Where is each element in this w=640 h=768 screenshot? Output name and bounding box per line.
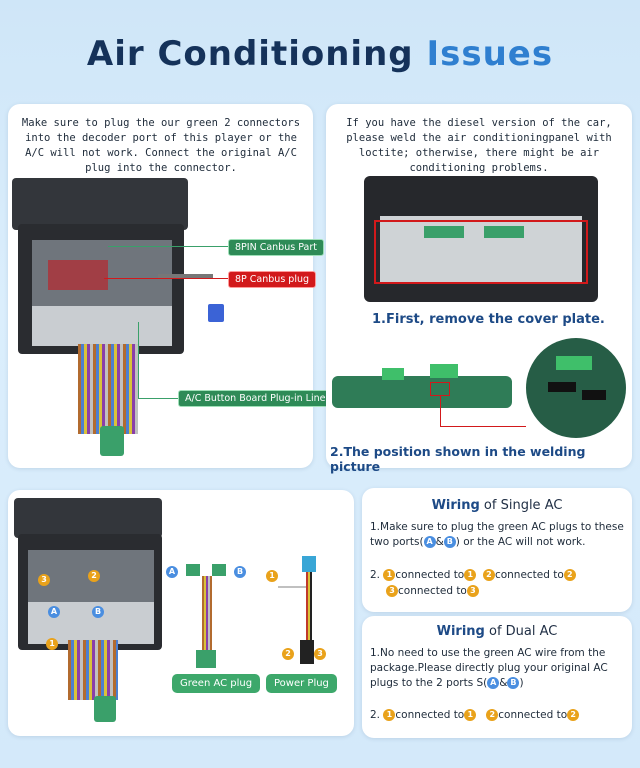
badge-a-dual: A: [487, 677, 500, 689]
card2-text: If you have the diesel version of the ca…: [346, 117, 612, 174]
dual-ac-line1: 1.No need to use the green AC wire from …: [370, 647, 608, 689]
card1-text: Make sure to plug the our green 2 connec…: [21, 117, 301, 174]
page-title: Air Conditioning Issues: [0, 34, 640, 74]
title-part1: Air Conditioning: [86, 34, 414, 74]
badge-1-power: 1: [266, 570, 278, 582]
cover-plate-illustration: [364, 176, 598, 302]
badge-2-power: 2: [282, 648, 294, 660]
step-remove-cover: 1.First, remove the cover plate.: [372, 312, 605, 327]
single-ac-line1: 1.Make sure to plug the green AC plugs t…: [370, 521, 624, 548]
head-unit-wiring-illustration: 3 2 A B 1 A B Green AC plug 1 2 3 Power …: [8, 490, 354, 736]
badge-a-plug: A: [166, 566, 178, 578]
badge-1-unit: 1: [46, 638, 58, 650]
card-single-ac: Wiring of Single AC 1.Make sure to plug …: [362, 488, 632, 612]
step-welding-position: 2.The position shown in the welding pict…: [330, 444, 586, 474]
badge-a-single: A: [423, 536, 436, 548]
badge-b-dual: B: [507, 677, 520, 689]
badge-3-power: 3: [314, 648, 326, 660]
badge-a-unit: A: [48, 606, 60, 618]
label-8pin-canbus-part: 8PIN Canbus Part: [228, 239, 324, 256]
badge-3-unit: 3: [38, 574, 50, 586]
green-ac-plug-label: Green AC plug: [172, 674, 261, 693]
dual-ac-title: Wiring of Dual AC: [436, 624, 558, 639]
power-plug-label: Power Plug: [266, 674, 337, 693]
card-decoder-port: Make sure to plug the our green 2 connec…: [8, 104, 333, 468]
card-dual-ac: Wiring of Dual AC 1.No need to use the g…: [362, 616, 632, 738]
label-8p-canbus-plug: 8P Canbus plug: [228, 271, 317, 288]
head-unit-back-illustration: 8PIN Canbus Part 8P Canbus plug A/C Butt…: [8, 174, 333, 464]
badge-2-unit: 2: [88, 570, 100, 582]
card-wiring-illustration: 3 2 A B 1 A B Green AC plug 1 2 3 Power …: [8, 490, 354, 736]
card-diesel-welding: If you have the diesel version of the ca…: [326, 104, 632, 474]
label-ac-button-board: A/C Button Board Plug-in Line: [178, 390, 333, 407]
badge-b-plug: B: [234, 566, 246, 578]
single-ac-title: Wiring of Single AC: [431, 498, 563, 513]
welding-board-illustration: [330, 338, 628, 448]
title-part2: Issues: [426, 34, 554, 74]
badge-b-unit: B: [92, 606, 104, 618]
badge-b-single: B: [443, 536, 456, 548]
